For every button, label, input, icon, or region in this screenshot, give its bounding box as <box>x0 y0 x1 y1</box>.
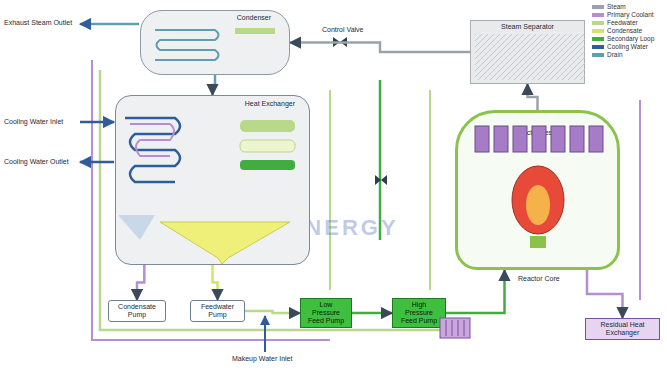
hatching <box>475 34 585 80</box>
pump-box: High Pressure Feed Pump <box>392 298 446 328</box>
tube-bundle <box>240 140 295 152</box>
pipe <box>100 70 450 330</box>
pipe-connector <box>245 311 300 313</box>
hotwell-funnel <box>160 222 290 264</box>
legend-row: Drain <box>592 51 654 59</box>
pipe <box>639 100 641 300</box>
steam-separator: Steam Separator <box>470 20 585 84</box>
legend-row: Feedwater <box>592 19 654 27</box>
valve-symbol <box>375 175 387 185</box>
node-label: Reactor Vessel <box>462 129 613 137</box>
legend-swatch <box>592 5 604 9</box>
legend-swatch <box>592 13 604 17</box>
legend-row: Condensate <box>592 27 654 35</box>
reactor-core <box>512 166 564 234</box>
reactor-vessel: Reactor Vessel <box>455 110 620 270</box>
pipe-connector <box>446 270 505 313</box>
fuel-rods <box>475 126 603 152</box>
legend: SteamPrimary CoolantFeedwaterCondensateS… <box>592 3 654 59</box>
outlet-label: Exhaust Steam Outlet <box>4 19 72 27</box>
pipe-connector <box>137 265 144 300</box>
legend-swatch <box>592 29 604 33</box>
legend-text: Steam <box>607 3 626 11</box>
pump-box: Low Pressure Feed Pump <box>300 298 352 328</box>
node-label: Low Pressure Feed Pump <box>305 301 347 325</box>
pipe-connector <box>213 265 218 300</box>
pipe-connector <box>290 43 470 53</box>
heat-exchanger-vessel: Heat Exchanger <box>115 95 310 265</box>
legend-text: Secondary Loop <box>607 35 654 43</box>
coil <box>125 118 180 182</box>
node-label: Heat Exchanger <box>130 100 295 108</box>
outlet-pipe <box>80 161 114 164</box>
coil <box>155 30 219 60</box>
core-support <box>530 236 546 248</box>
outlet-label: Cooling Water Outlet <box>4 158 69 166</box>
pipe-connector <box>352 312 392 315</box>
pump-box: Feedwater Pump <box>190 300 245 322</box>
inlet-pipe <box>80 121 114 124</box>
pipe-connector <box>528 84 538 110</box>
node-label: Feedwater Pump <box>195 303 240 319</box>
legend-text: Cooling Water <box>607 43 648 51</box>
pipe-connector <box>587 270 623 318</box>
pipe <box>92 60 330 340</box>
pipe <box>329 90 331 290</box>
part-label: Reactor Core <box>518 275 560 283</box>
tube-bundle <box>240 160 295 170</box>
pump-box: Condensate Pump <box>108 300 166 322</box>
inlet-label: Makeup Water Inlet <box>232 355 292 363</box>
legend-text: Feedwater <box>607 19 638 27</box>
legend-row: Cooling Water <box>592 43 654 51</box>
tube-bundle <box>240 120 295 132</box>
legend-text: Primary Coolant <box>607 11 654 19</box>
pipe <box>429 90 431 290</box>
legend-text: Condensate <box>607 27 642 35</box>
legend-swatch <box>592 45 604 49</box>
makeup-pipe <box>264 316 266 352</box>
legend-swatch <box>592 37 604 41</box>
pump-grille <box>440 318 470 338</box>
valve-label: Control Valve <box>322 26 364 34</box>
node-label: Residual Heat Exchanger <box>590 321 655 337</box>
legend-row: Steam <box>592 3 654 11</box>
steam-outlet-pipe <box>80 23 139 26</box>
node-label: Condenser <box>159 14 271 22</box>
legend-text: Drain <box>607 51 623 59</box>
sump <box>118 215 155 240</box>
node-label: High Pressure Feed Pump <box>397 301 441 325</box>
pipe-connector <box>213 75 216 95</box>
core-flame <box>526 185 550 225</box>
legend-row: Primary Coolant <box>592 11 654 19</box>
heat-exchanger-box: Residual Heat Exchanger <box>585 318 660 340</box>
legend-swatch <box>592 53 604 57</box>
condenser-vessel: Condenser <box>140 10 290 75</box>
tube-bundle <box>235 28 275 34</box>
coil <box>130 124 174 156</box>
node-label: Condensate Pump <box>113 303 161 319</box>
node-label: Steam Separator <box>475 23 580 31</box>
legend-swatch <box>592 21 604 25</box>
legend-row: Secondary Loop <box>592 35 654 43</box>
inlet-label: Cooling Water Inlet <box>4 118 63 126</box>
